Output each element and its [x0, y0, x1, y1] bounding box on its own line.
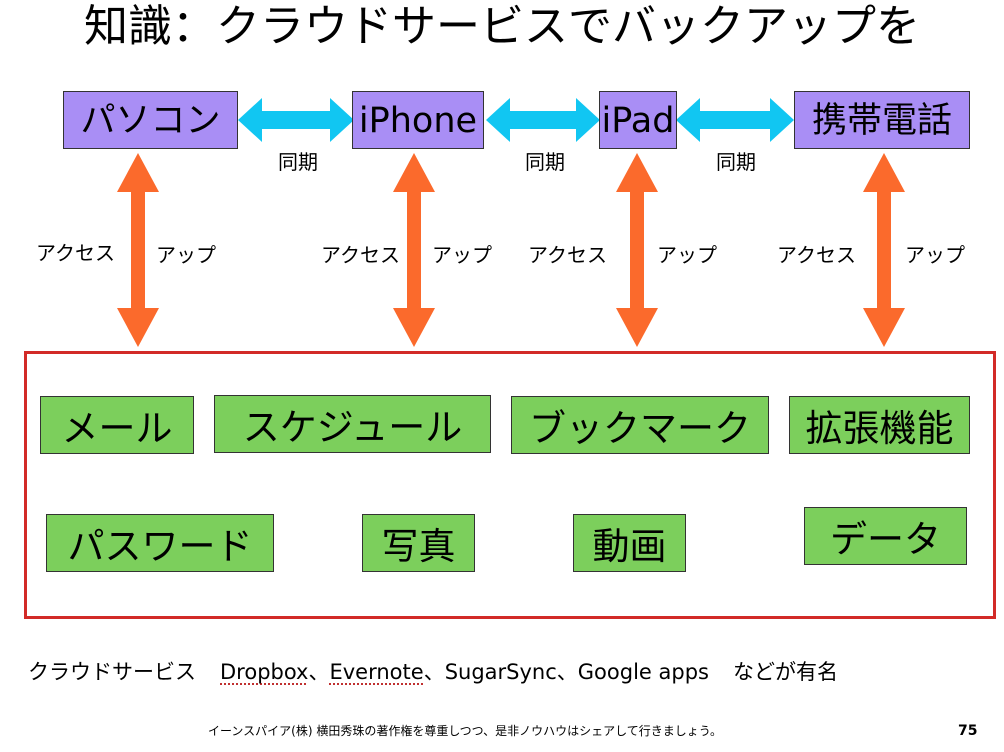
- service-extension: 拡張機能: [789, 396, 970, 454]
- services-prefix: クラウドサービス: [28, 660, 196, 684]
- service-name-evernote: Evernote: [329, 660, 424, 684]
- upload-label-1: アップ: [156, 243, 216, 267]
- sync-label-1: 同期: [278, 150, 318, 174]
- service-data: データ: [804, 507, 967, 565]
- sync-label-2: 同期: [525, 150, 565, 174]
- device-pc: パソコン: [63, 91, 238, 149]
- sync-label-3: 同期: [716, 150, 756, 174]
- access-label-2: アクセス: [321, 243, 400, 267]
- access-arrow-4: [863, 153, 905, 347]
- service-name-google-apps: Google apps: [577, 660, 709, 684]
- sync-arrow-3: [676, 98, 794, 142]
- service-photo: 写真: [362, 514, 475, 572]
- service-video: 動画: [573, 514, 686, 572]
- access-arrow-1: [117, 153, 159, 347]
- upload-label-2: アップ: [432, 243, 492, 267]
- service-password: パスワード: [46, 514, 274, 572]
- access-label-4: アクセス: [777, 243, 856, 267]
- footer-copyright: イーンスパイア(株) 横田秀珠の著作権を尊重しつつ、是非ノウハウはシェアして行き…: [208, 724, 723, 738]
- upload-label-3: アップ: [657, 243, 717, 267]
- access-label-1: アクセス: [36, 241, 115, 265]
- access-arrow-2: [393, 153, 435, 347]
- sync-arrow-2: [486, 98, 600, 142]
- separator-1: 、: [308, 660, 330, 684]
- device-iphone: iPhone: [352, 91, 484, 149]
- separator-2: 、: [423, 660, 445, 684]
- separator-3: 、: [556, 660, 578, 684]
- access-label-3: アクセス: [528, 243, 607, 267]
- slide-title: 知識：クラウドサービスでバックアップを: [84, 1, 920, 52]
- services-suffix: などが有名: [732, 660, 838, 684]
- service-name-dropbox: Dropbox: [220, 660, 309, 684]
- service-bookmark: ブックマーク: [511, 396, 769, 454]
- service-name-sugarsync: SugarSync: [444, 660, 557, 684]
- device-ipad: iPad: [599, 91, 677, 149]
- upload-label-4: アップ: [905, 243, 965, 267]
- service-schedule: スケジュール: [214, 395, 491, 453]
- access-arrow-3: [616, 153, 658, 347]
- cloud-services-box: [24, 351, 996, 619]
- service-mail: メール: [40, 396, 194, 454]
- page-number: 75: [958, 723, 978, 739]
- sync-arrow-1: [238, 98, 354, 142]
- device-mobile-phone: 携帯電話: [794, 91, 970, 149]
